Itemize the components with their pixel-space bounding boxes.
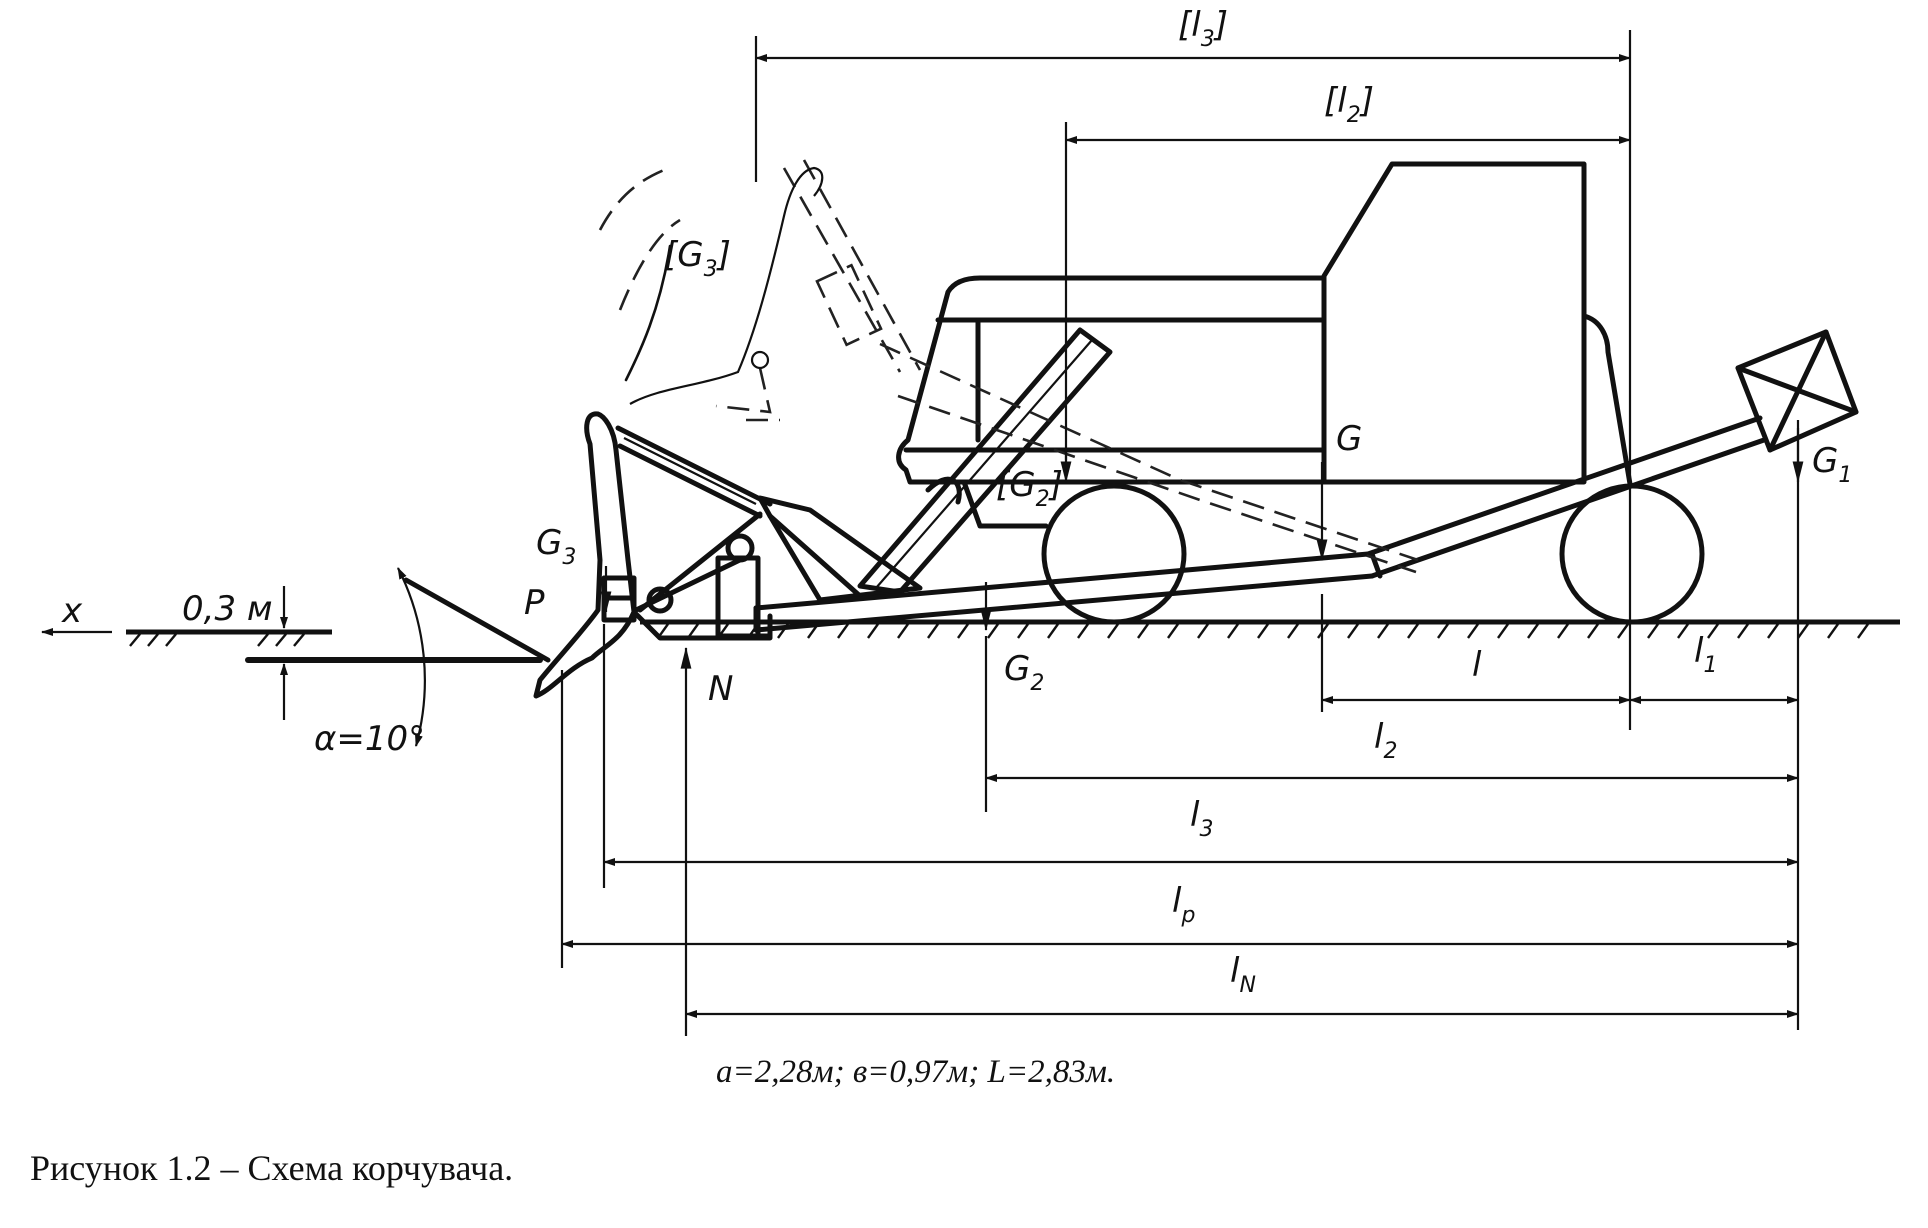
force-G2-bracket: [G2] — [996, 450, 1072, 512]
tractor-body — [896, 161, 1633, 529]
force-P: P — [524, 583, 545, 623]
force-G3-bracket: [G3] — [664, 235, 731, 282]
x-axis-label: x — [61, 591, 83, 631]
svg-text:[G3]: [G3] — [664, 235, 731, 282]
lift-boom — [615, 425, 923, 614]
svg-text:[l3]: [l3] — [1178, 5, 1228, 52]
dim-lN: lN — [685, 951, 1799, 1018]
dim-l2: l2 — [985, 717, 1799, 782]
svg-text:N: N — [708, 669, 733, 709]
svg-text:lp: lp — [1172, 881, 1195, 928]
svg-text:G: G — [1336, 419, 1362, 459]
svg-text:l: l — [1472, 645, 1482, 685]
depth-dimension: 0,3 м — [182, 586, 543, 720]
extension-lines — [560, 30, 1800, 1036]
svg-text:G3: G3 — [536, 523, 576, 570]
dim-l2-bracket: [l2] — [1065, 81, 1631, 144]
dim-l: l — [1321, 645, 1631, 704]
hydraulic-mount — [715, 533, 773, 639]
svg-text:lN: lN — [1230, 951, 1256, 998]
angle-label: α=10° — [314, 719, 425, 759]
svg-text:l2: l2 — [1374, 717, 1397, 764]
force-N: N — [680, 646, 733, 720]
force-G2: G2 — [980, 582, 1044, 696]
dim-l3: l3 — [603, 795, 1799, 866]
force-G1: G1 — [1792, 428, 1852, 488]
front-wheel — [1041, 483, 1187, 625]
dim-lp: lp — [561, 881, 1799, 948]
svg-text:P: P — [524, 583, 545, 623]
svg-text:l3: l3 — [1190, 795, 1213, 842]
svg-text:l1: l1 — [1694, 631, 1717, 678]
depth-label: 0,3 м — [182, 589, 273, 629]
raised-position-dashed — [598, 159, 1419, 574]
svg-text:[G2]: [G2] — [996, 465, 1063, 512]
x-axis: x — [41, 591, 332, 647]
force-G: G — [1316, 419, 1362, 562]
counterweight-box — [1735, 329, 1859, 453]
dim-l3-bracket: [l3] — [755, 5, 1631, 62]
force-G3: G3 — [536, 523, 612, 614]
parameter-values: a=2,28м; в=0,97м; L=2,83м. — [716, 1054, 1115, 1090]
dim-l1: l1 — [1629, 631, 1799, 704]
cutting-angle: α=10° — [314, 567, 551, 759]
figure-caption: Рисунок 1.2 – Схема корчувача. — [30, 1148, 513, 1188]
rear-wheel — [1559, 483, 1705, 625]
svg-text:G1: G1 — [1812, 441, 1852, 488]
svg-text:G2: G2 — [1004, 649, 1044, 696]
svg-text:[l2]: [l2] — [1324, 81, 1374, 128]
